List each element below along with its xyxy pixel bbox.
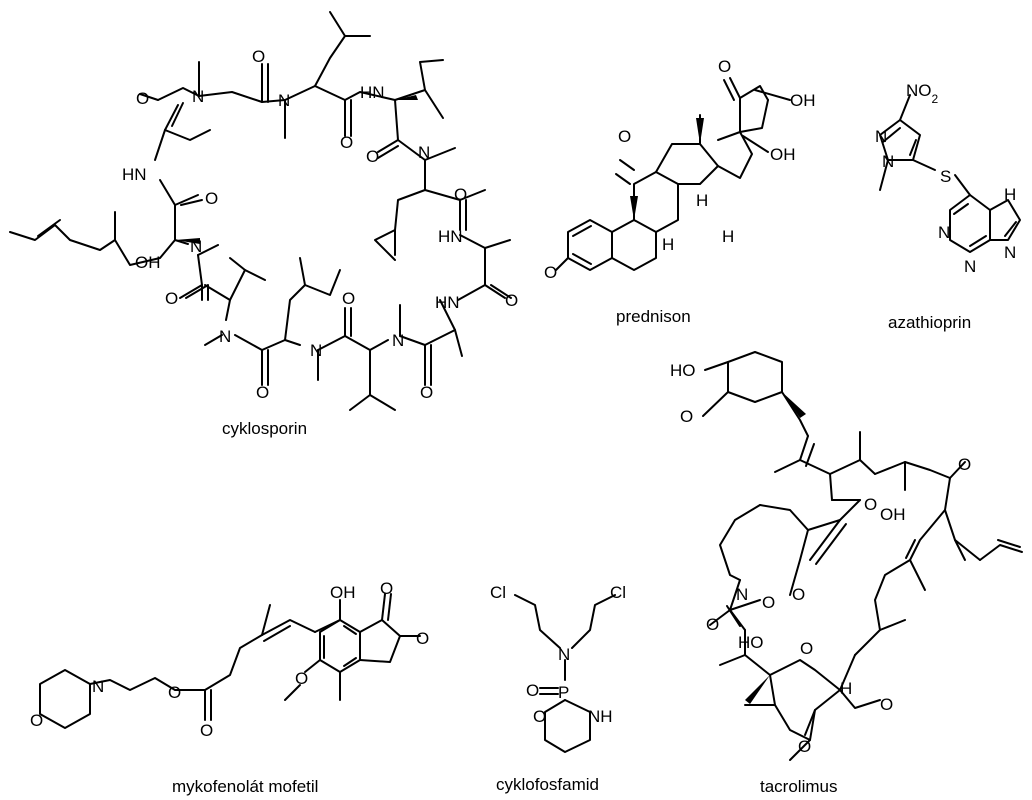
tacrolimus-o-7: O (800, 639, 813, 658)
cyclosporin-structure (9, 11, 512, 411)
azathioprin-n-5: N (1004, 243, 1016, 262)
cyclosporin-o-4: O (366, 147, 379, 166)
caption-cyklofosfamid: cyklofosfamid (496, 775, 599, 794)
azathioprin-n-3: N (938, 223, 950, 242)
prednison-h-1: H (662, 235, 674, 254)
azathioprin-no2: NO2 (906, 81, 939, 106)
tacrolimus-structure (702, 351, 1023, 761)
prednison-o-1: O (618, 127, 631, 146)
cyclosporin-n-5: N (310, 341, 322, 360)
tacrolimus-ho-2: HO (738, 633, 764, 652)
tacrolimus-o-2: O (864, 495, 877, 514)
cyclosporin-o-8: O (342, 289, 355, 308)
cyclosporin-hn-2: HN (438, 227, 463, 246)
azathioprin-no2-sub: 2 (932, 92, 939, 106)
cyclosporin-hn-1: HN (360, 83, 385, 102)
tacrolimus-o-8: O (880, 695, 893, 714)
cyclosporin-o-6: O (505, 291, 518, 310)
tacrolimus-o-1: O (680, 407, 693, 426)
prednison-h-3: H (722, 227, 734, 246)
mykofenolat-n: N (92, 677, 104, 696)
prednison-o-2: O (544, 263, 557, 282)
cyclosporin-hn-4: HN (122, 165, 147, 184)
mykofenolat-o-1: O (30, 711, 43, 730)
cyklofosfamid-p: P (558, 683, 569, 702)
caption-mykofenolat: mykofenolát mofetil (172, 777, 318, 796)
cyclosporin-o-9: O (256, 383, 269, 402)
cyklofosfamid-o-2: O (533, 707, 546, 726)
cyklofosfamid-cl-2: Cl (610, 583, 626, 602)
cyklofosfamid-n: N (558, 645, 570, 664)
mykofenolat-o-2: O (168, 683, 181, 702)
cyclosporin-n-4: N (392, 331, 404, 350)
cyklofosfamid-nh: NH (588, 707, 613, 726)
cyklofosfamid-o-1: O (526, 681, 539, 700)
mykofenolat-structure (39, 593, 421, 729)
prednison-oh-2: OH (770, 145, 796, 164)
azathioprin-n-1: N (875, 127, 887, 146)
tacrolimus-ho-1: HO (670, 361, 696, 380)
tacrolimus-oh: OH (880, 505, 906, 524)
cyclosporin-n-7: N (190, 237, 202, 256)
caption-azathioprin: azathioprin (888, 313, 971, 332)
tacrolimus-o-5: O (792, 585, 805, 604)
cyclosporin-o-3: O (340, 133, 353, 152)
tacrolimus-o-4: O (762, 593, 775, 612)
cyclosporin-hn-3: HN (435, 293, 460, 312)
azathioprin-structure (879, 94, 1021, 253)
prednison-oh-1: OH (790, 91, 816, 110)
cyklofosfamid-cl-1: Cl (490, 583, 506, 602)
tacrolimus-h: H (840, 679, 852, 698)
cyclosporin-n-1: N (192, 87, 204, 106)
cyclosporin-o-1: O (136, 89, 149, 108)
cyclosporin-oh: OH (135, 253, 161, 272)
azathioprin-n-4: N (964, 257, 976, 276)
prednison-h-2: H (696, 191, 708, 210)
cyclosporin-o-5: O (454, 185, 467, 204)
cyclosporin-o-7: O (420, 383, 433, 402)
cyclosporin-n-3: N (418, 143, 430, 162)
mykofenolat-o-5: O (416, 629, 429, 648)
azathioprin-nh: H (1004, 185, 1016, 204)
mykofenolat-o-6: O (295, 669, 308, 688)
tacrolimus-o-3: O (958, 455, 971, 474)
cyclosporin-o-11: O (205, 189, 218, 208)
caption-prednison: prednison (616, 307, 691, 326)
cyclosporin-n-2: N (278, 91, 290, 110)
azathioprin-n-2: N (882, 152, 894, 171)
cyclosporin-n-6: N (219, 327, 231, 346)
cyclosporin-o-10: O (165, 289, 178, 308)
prednison-o-3: O (718, 57, 731, 76)
tacrolimus-o-9: O (798, 737, 811, 756)
azathioprin-no2-main: NO (906, 81, 932, 100)
caption-cyclosporin: cyklosporin (222, 419, 307, 438)
cyclosporin-o-2: O (252, 47, 265, 66)
mykofenolat-o-3: O (200, 721, 213, 740)
cyklofosfamid-structure (514, 594, 616, 753)
tacrolimus-n: N (736, 585, 748, 604)
caption-tacrolimus: tacrolimus (760, 777, 837, 796)
prednison-structure (555, 77, 791, 271)
tacrolimus-o-6: O (706, 615, 719, 634)
mykofenolat-oh: OH (330, 583, 356, 602)
mykofenolat-o-4: O (380, 579, 393, 598)
azathioprin-s: S (940, 167, 951, 186)
